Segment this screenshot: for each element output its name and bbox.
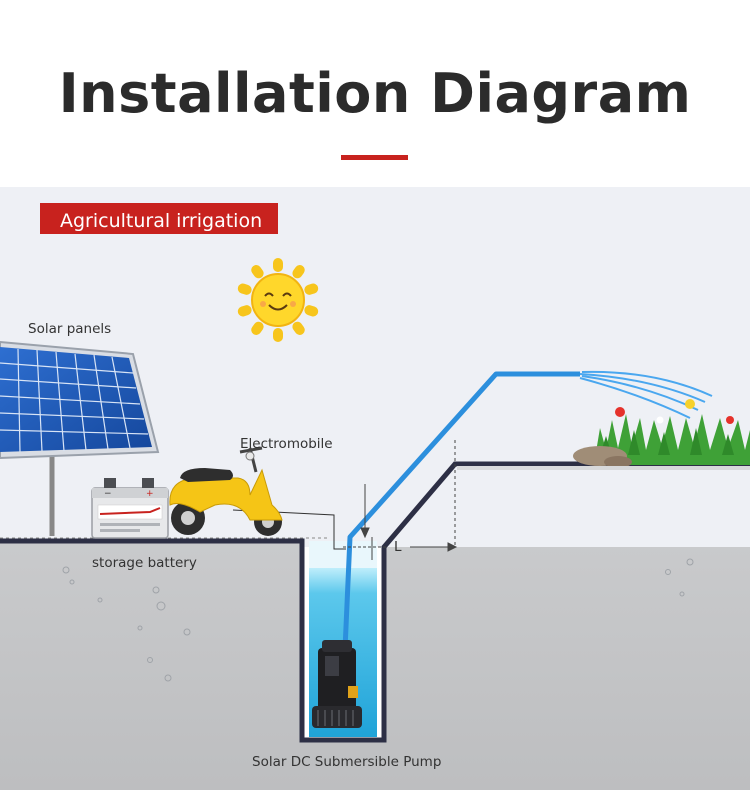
svg-text:+: + <box>146 489 154 499</box>
badge-label: Agricultural irrigation <box>60 210 262 232</box>
title-underline <box>341 155 408 160</box>
scooter-icon <box>169 446 283 536</box>
pump-icon <box>312 640 362 728</box>
solar-panel-icon <box>0 340 160 536</box>
badge-background <box>40 203 278 234</box>
sun-icon <box>237 258 319 342</box>
battery-icon: − + <box>91 478 169 539</box>
bubbles <box>62 558 694 682</box>
measurement <box>343 440 458 560</box>
well-air <box>309 541 377 568</box>
grass-icon <box>573 399 750 468</box>
field-top <box>457 466 750 470</box>
solar-panels-label: Solar panels <box>28 321 111 337</box>
svg-text:−: − <box>104 489 112 499</box>
electromobile-label: Electromobile <box>240 436 333 452</box>
distance-label: L <box>394 539 402 555</box>
page-title: Installation Diagram <box>58 62 692 125</box>
water-pipe <box>341 371 580 673</box>
pump-label: Solar DC Submersible Pump <box>252 754 441 770</box>
storage-battery-label: storage battery <box>92 555 197 571</box>
ground <box>0 541 750 790</box>
